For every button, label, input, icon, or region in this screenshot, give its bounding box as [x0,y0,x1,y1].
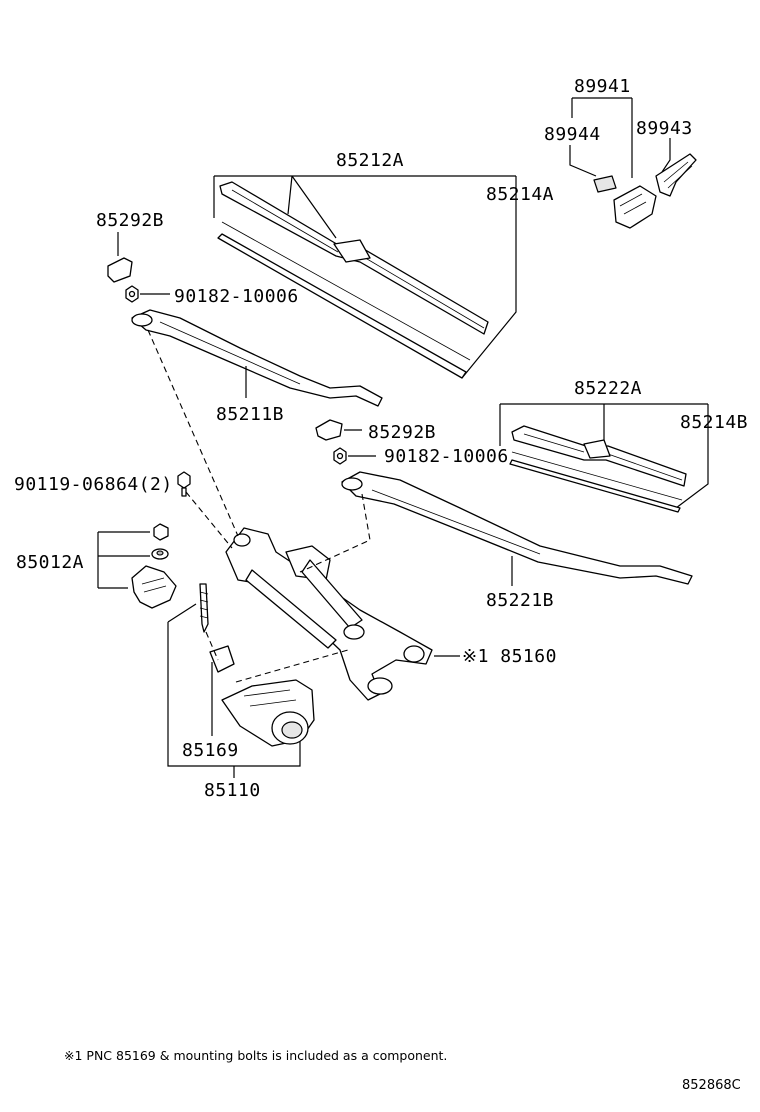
label-90119: 90119-06864(2) [14,474,173,495]
footnote: ※1 PNC 85169 & mounting bolts is include… [64,1048,447,1063]
clip-pad-89944 [593,175,617,193]
label-85012A: 85012A [16,552,84,573]
blade-group-lower [499,403,709,513]
diagram-code: 852868C [682,1078,741,1093]
link-assembly-85160 [225,527,460,701]
bolt-90119 [177,471,191,497]
wiper-refill-85214A [217,221,471,379]
motor-assembly-85110 [167,583,315,778]
blade-group-upper [213,175,517,379]
wiper-arm-85211B [131,309,383,407]
cap-mid [315,419,362,441]
wiper-arm-85221B [341,471,693,586]
clip-adapter-89941 [613,185,657,229]
label-85221B: 85221B [486,590,554,611]
label-89943: 89943 [636,118,693,139]
label-85222A: 85222A [574,378,642,399]
label-85292B-top: 85292B [96,210,164,231]
label-89944: 89944 [544,124,601,145]
label-90182-mid: 90182-10006 [384,446,509,467]
clip-set-group [569,97,697,229]
label-85160: ※1 85160 [462,646,557,667]
cap-upper [107,232,133,283]
label-85214A: 85214A [486,184,554,205]
label-85214B: 85214B [680,412,748,433]
nut-mid [333,447,376,465]
wiper-blade-85222A [511,425,687,487]
label-89941: 89941 [574,76,631,97]
wiper-refill-85214B [509,451,683,513]
washer-mid [151,548,169,560]
label-85212A: 85212A [336,150,404,171]
bushing-top [153,523,169,541]
nut-upper [125,285,170,303]
label-90182-top: 90182-10006 [174,286,299,307]
guide-lines [147,329,371,683]
bracket-set-85012A [97,523,177,609]
label-85169: 85169 [182,740,239,761]
clip-89943 [655,153,697,197]
label-85292B-mid: 85292B [368,422,436,443]
bracket-85012A [131,565,177,609]
wiper-blade-85212A [219,181,489,335]
label-85211B: 85211B [216,404,284,425]
label-85110: 85110 [204,780,261,801]
